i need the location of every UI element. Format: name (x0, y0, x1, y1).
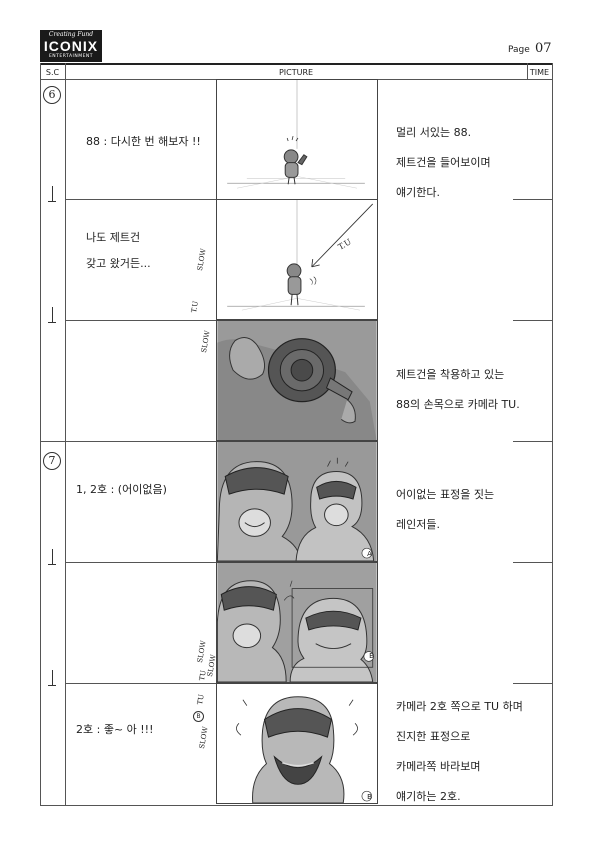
cut-mark-base (48, 322, 56, 323)
action-notes-1: 멀리 서있는 88. 제트건을 들어보이며 얘기한다. (396, 118, 491, 208)
page-number: 07 (535, 41, 552, 56)
note-line: 얘기한다. (396, 186, 440, 199)
dialogue-line: 88 : 다시한 번 해보자 !! (86, 135, 201, 148)
note-line: 진지한 표정으로 (396, 730, 471, 743)
row-divider (513, 441, 552, 442)
row-divider (65, 683, 216, 684)
col-sc-header: S.C (45, 68, 60, 77)
scene-divider (40, 441, 216, 442)
storyboard-frame-3 (216, 320, 378, 441)
left-border (40, 63, 41, 805)
dialogue-line: 갖고 왔거든... (86, 257, 151, 270)
margin-mark: SLOW (196, 639, 208, 664)
logo-sub: ENTERTAINMENT (48, 54, 94, 59)
row-divider (513, 320, 552, 321)
margin-mark: TU (196, 693, 206, 706)
storyboard-frame-1 (216, 79, 378, 200)
note-line: 카메라 2호 쪽으로 TU 하며 (396, 700, 523, 713)
note-line: 레인저들. (396, 518, 440, 531)
panel-label-b: B (369, 652, 374, 660)
row-divider (65, 562, 216, 563)
note-line: 얘기하는 2호. (396, 790, 461, 803)
note-line: 제트건을 들어보이며 (396, 156, 491, 169)
cut-mark (52, 670, 53, 686)
dialogue-line: 2호 : 좋~ 아 !!! (76, 723, 154, 736)
action-notes-3: 제트건을 착용하고 있는 88의 손목으로 카메라 TU. (396, 360, 520, 420)
scene-number: 7 (43, 452, 61, 470)
logo-name: ICONIX (43, 38, 99, 54)
row-divider (65, 199, 216, 200)
cut-mark-base (48, 685, 56, 686)
dialogue-line: 나도 제트건 (86, 231, 141, 244)
right-border (552, 63, 553, 805)
dialogue-line: 1, 2호 : (어이없음) (76, 483, 167, 496)
storyboard-frame-5: B (216, 562, 378, 683)
margin-mark: T.U (190, 300, 200, 314)
storyboard-frame-6: B (216, 683, 378, 804)
panel-label-b2: B (367, 793, 372, 801)
margin-b-mark: B (193, 711, 204, 722)
bottom-rule (40, 805, 553, 806)
cut-mark (52, 186, 53, 202)
note-line: 88의 손목으로 카메라 TU. (396, 398, 520, 411)
top-rule (40, 63, 553, 65)
note-line: 어이없는 표정을 짓는 (396, 488, 495, 501)
col-picture-header: PICTURE (278, 68, 314, 77)
row-divider (65, 320, 216, 321)
action-notes-4: 어이없는 표정을 짓는 레인저들. (396, 480, 494, 540)
row-divider (513, 683, 552, 684)
time-divider (527, 63, 528, 79)
cut-mark-base (48, 201, 56, 202)
note-line: 제트건을 착용하고 있는 (396, 368, 505, 381)
note-line: 멀리 서있는 88. (396, 126, 472, 139)
row-divider (513, 562, 552, 563)
margin-mark: SLOW (196, 247, 208, 272)
margin-mark: SLOW (198, 725, 210, 750)
panel-label-a: A (367, 550, 372, 558)
cut-mark-base (48, 564, 56, 565)
scene-number: 6 (43, 86, 61, 104)
page-label: Page (508, 45, 530, 55)
row-divider (513, 199, 552, 200)
storyboard-frame-2 (216, 199, 378, 320)
iconix-logo: Creating Fund ICONIX ENTERTAINMENT (40, 30, 102, 62)
col-time-header: TIME (529, 68, 550, 77)
action-notes-6: 카메라 2호 쪽으로 TU 하며 진지한 표정으로 카메라쪽 바라보며 얘기하는… (396, 692, 523, 812)
margin-mark: SLOW (200, 329, 212, 354)
note-line: 카메라쪽 바라보며 (396, 760, 481, 773)
sc-divider (65, 63, 66, 805)
storyboard-frame-4: A (216, 441, 378, 562)
cut-mark (52, 307, 53, 323)
cut-mark (52, 549, 53, 565)
logo-tagline: Creating Fund (48, 31, 94, 38)
